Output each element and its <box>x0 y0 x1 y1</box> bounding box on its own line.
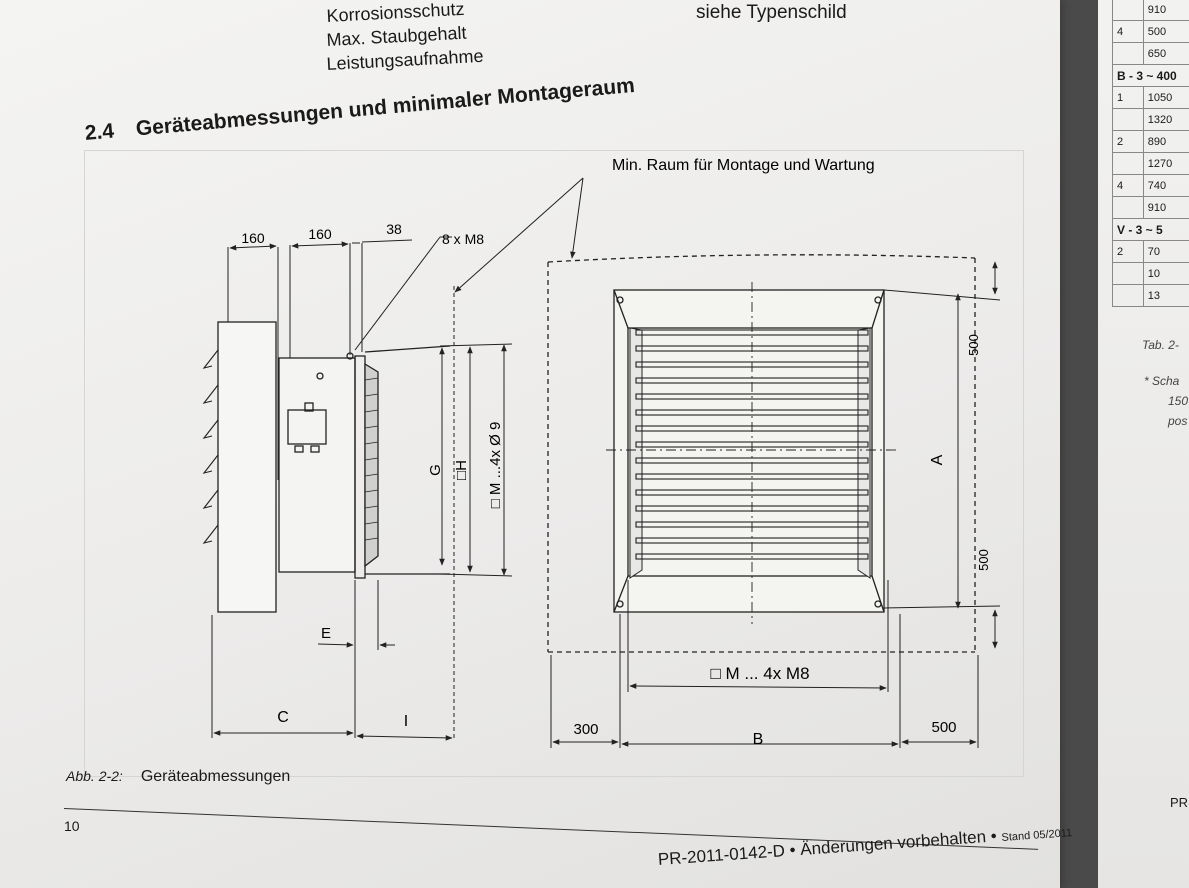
table-cell: 10 <box>1142 262 1189 285</box>
table-cell: 1 <box>1112 86 1144 109</box>
footnote-line: pos <box>1168 414 1188 428</box>
front-view-dimensions <box>550 177 1001 748</box>
label-M-bolts: □ M ... 4x M8 <box>710 664 809 683</box>
figure-frame <box>84 150 1024 777</box>
table-cell <box>1112 196 1144 219</box>
table-group-heading: B - 3 ~ 400 <box>1112 64 1189 87</box>
label-I: I <box>404 713 408 730</box>
table-row: 13 <box>1112 284 1189 307</box>
table-cell: 70 <box>1142 240 1189 263</box>
table-row: 10 <box>1112 262 1189 285</box>
dim-160-b: 160 <box>308 226 332 242</box>
table-cell: 910 <box>1142 0 1189 21</box>
label-B: B <box>753 731 764 748</box>
table-row: V - 3 ~ 5 <box>1112 218 1189 241</box>
footnote-line: * Scha <box>1144 374 1180 388</box>
label-G: G <box>427 464 444 476</box>
table-cell <box>1112 262 1144 285</box>
table-cell <box>1112 42 1144 65</box>
caption-title: Geräteabmessungen <box>140 768 291 785</box>
table-cell: 740 <box>1142 174 1189 197</box>
table-cell <box>1112 284 1144 307</box>
document-page: Korrosionsschutz Max. Staubgehalt Leistu… <box>0 0 1073 888</box>
table-cell: 650 <box>1142 42 1189 65</box>
table-label: Tab. 2- <box>1142 338 1179 352</box>
dim-38: 38 <box>386 221 402 237</box>
label-E: E <box>321 625 331 642</box>
table-row: 910 <box>1112 196 1189 219</box>
spec-value: siehe Typenschild <box>696 2 847 23</box>
annotation-min-space: Min. Raum für Montage und Wartung <box>612 157 875 174</box>
table-row: 1320 <box>1112 108 1189 131</box>
table-row: 650 <box>1112 42 1189 65</box>
table-cell: 4 <box>1112 174 1144 197</box>
table-row: 1270 <box>1112 152 1189 175</box>
label-C: C <box>277 709 289 726</box>
table-cell: 1270 <box>1142 152 1189 175</box>
bolt-label: 8 x M8 <box>442 231 484 247</box>
label-M-holes: □ M ...4x Ø 9 <box>487 422 504 509</box>
dim-500-bottom: 500 <box>976 549 991 571</box>
table-cell: 1050 <box>1142 86 1189 109</box>
table-cell: 890 <box>1142 130 1189 153</box>
table-group-heading: V - 3 ~ 5 <box>1112 218 1189 241</box>
dim-500-top: 500 <box>966 334 981 356</box>
side-view <box>202 321 451 613</box>
table-cell: 13 <box>1142 284 1189 307</box>
side-view-dimensions <box>211 177 584 741</box>
table-cell <box>1112 108 1144 131</box>
footnote-line: 150 <box>1168 394 1189 408</box>
dim-160-a: 160 <box>241 230 265 246</box>
dim-500-right: 500 <box>931 719 956 736</box>
table-row: 910 <box>1112 0 1189 21</box>
table-cell: 4 <box>1112 20 1144 43</box>
table-cell: 500 <box>1142 20 1189 43</box>
figure-caption: Abb. 2-2: Geräteabmessungen <box>66 768 290 786</box>
dim-300: 300 <box>573 721 598 738</box>
table-cell: 2 <box>1112 240 1144 263</box>
label-H: □H <box>453 460 470 480</box>
page-number: 10 <box>64 818 80 834</box>
caption-number: Abb. 2-2: <box>66 768 123 784</box>
adjacent-footer: PR <box>1170 795 1189 810</box>
label-A: A <box>929 454 946 465</box>
table-row: B - 3 ~ 400 <box>1112 64 1189 87</box>
table-cell <box>1112 152 1144 175</box>
table-cell: 910 <box>1142 196 1189 219</box>
table-cell: 2 <box>1112 130 1144 153</box>
table-cell: 1320 <box>1142 108 1189 131</box>
front-view <box>547 254 976 653</box>
footer-stand: Stand 05/2011 <box>1001 827 1073 844</box>
dimension-drawing: 160 160 38 8 x M8 G □H □ M ...4x Ø 9 E C… <box>202 157 1001 748</box>
table-cell <box>1112 0 1144 21</box>
